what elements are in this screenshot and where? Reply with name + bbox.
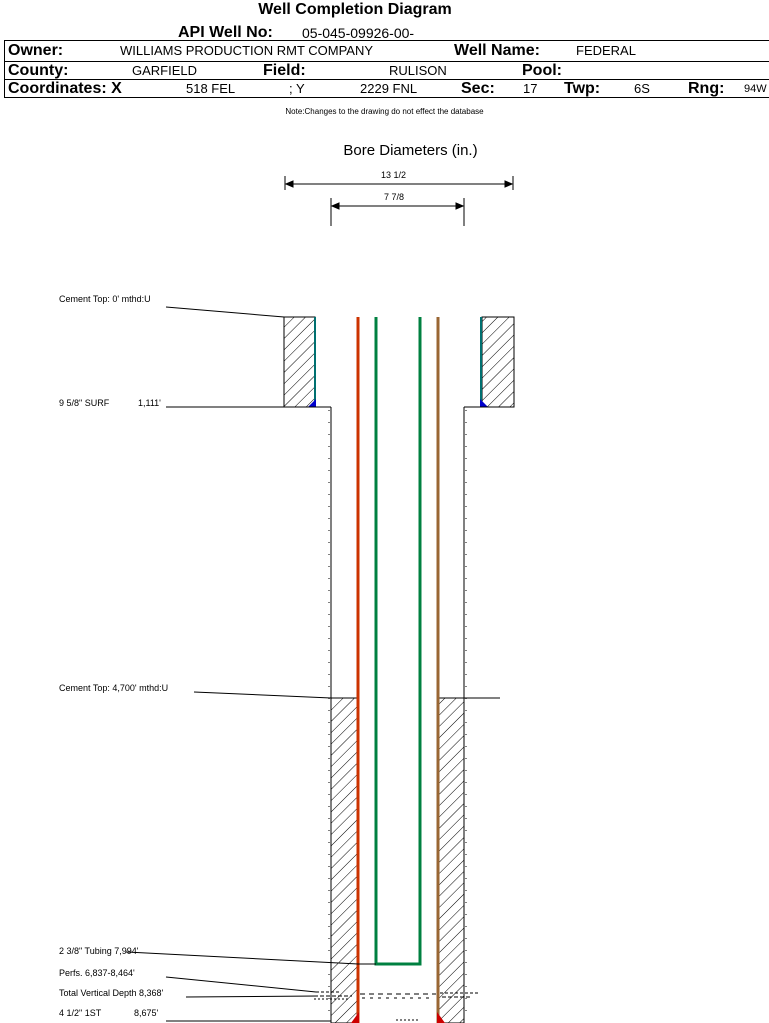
county-label: County:	[8, 62, 69, 79]
well-name-label: Well Name:	[454, 42, 540, 59]
field-value: RULISON	[389, 63, 447, 78]
owner-label: Owner:	[8, 42, 64, 59]
twp-label: Twp:	[564, 80, 601, 97]
drawing-note: Note:Changes to the drawing do not effec…	[285, 107, 484, 116]
county-value: GARFIELD	[132, 63, 198, 78]
production-casing-label: 4 1/2" 1ST	[59, 1008, 102, 1018]
bore-diameters-title: Bore Diameters (in.)	[343, 142, 478, 159]
production-cement-right	[437, 697, 465, 1023]
tubing-label: 2 3/8" Tubing 7,994'	[59, 946, 139, 956]
sec-label: Sec:	[461, 80, 495, 97]
coords-y-label: ; Y	[289, 81, 305, 96]
production-cement-left	[330, 697, 359, 1023]
production-shoe-right	[437, 1012, 445, 1023]
production-casing-depth: 8,675'	[134, 1008, 159, 1018]
api-label: API Well No:	[178, 24, 273, 41]
perforations	[314, 991, 480, 1021]
coords-label: Coordinates: X	[8, 80, 122, 97]
field-label: Field:	[263, 62, 306, 79]
pool-label: Pool:	[522, 62, 562, 79]
page-title: Well Completion Diagram	[258, 1, 452, 18]
surface-casing-depth: 1,111'	[138, 398, 161, 408]
leader-lines	[125, 306, 500, 1022]
surface-cement-left	[283, 316, 316, 408]
twp-value: 6S	[634, 81, 650, 96]
cement-top-production: Cement Top: 4,700' mthd:U	[59, 683, 169, 693]
header-border	[4, 40, 5, 98]
surface-casing-label: 9 5/8" SURF	[59, 398, 110, 408]
api-value: 05-045-09926-00-	[302, 25, 415, 41]
surface-shoe-right	[480, 399, 488, 407]
tubing-string	[374, 317, 422, 966]
header-rule	[4, 97, 769, 98]
sec-value: 17	[523, 81, 538, 96]
bore-outer-label: 13 1/2	[381, 170, 407, 180]
owner-value: WILLIAMS PRODUCTION RMT COMPANY	[120, 43, 374, 58]
open-hole-wall	[284, 406, 514, 1023]
production-shoe-left	[351, 1012, 359, 1023]
well-name-value: FEDERAL	[576, 43, 636, 58]
perforations-label: Perfs. 6,837-8,464'	[59, 968, 135, 978]
coords-y-value: 2229 FNL	[360, 81, 418, 96]
rng-value: 94W	[744, 83, 767, 95]
surface-cement-right	[481, 316, 515, 408]
bore-inner-label: 7 7/8	[384, 192, 405, 202]
header-rule	[4, 61, 769, 62]
bore-dimension-inner	[330, 198, 465, 226]
bore-dimension-outer	[284, 176, 514, 190]
surface-shoe-left	[308, 399, 316, 407]
coords-x-value: 518 FEL	[186, 81, 236, 96]
total-vertical-depth-label: Total Vertical Depth 8,368'	[59, 988, 164, 998]
cement-top-surface: Cement Top: 0' mthd:U	[59, 294, 151, 304]
header-rule	[4, 40, 769, 41]
rng-label: Rng:	[688, 80, 725, 97]
header-rule	[4, 79, 769, 80]
